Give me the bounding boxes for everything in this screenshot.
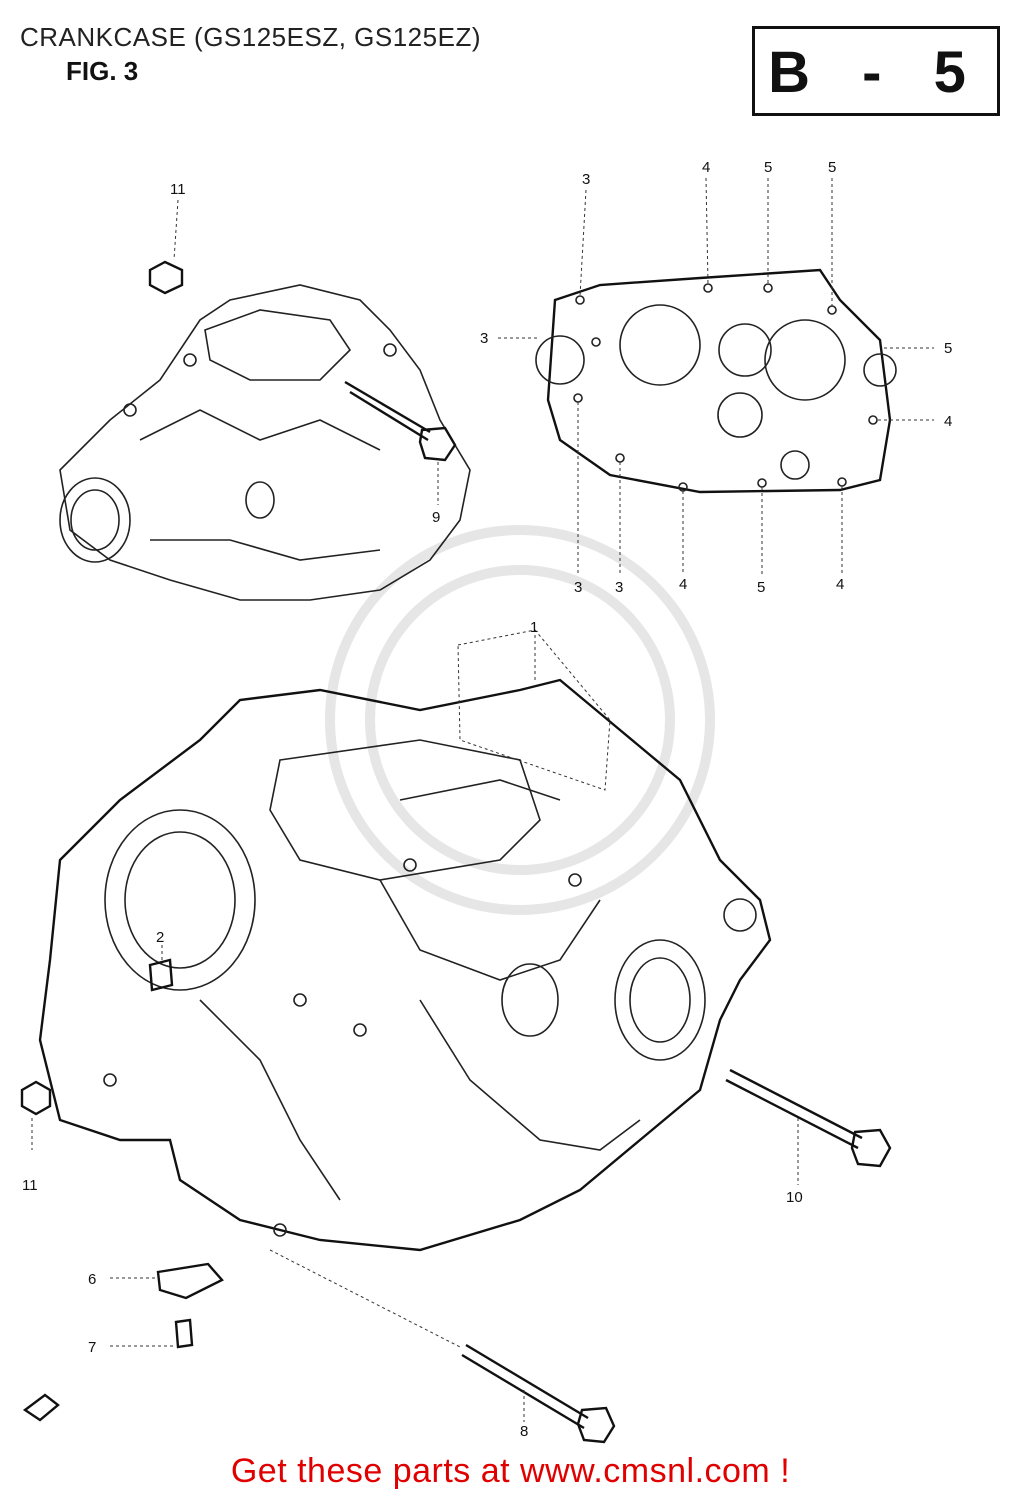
figure-label: FIG. 3 [66, 56, 139, 86]
callout-6: 6 [88, 1271, 96, 1288]
callout-11-upper: 11 [170, 181, 186, 198]
gasket-leaders [498, 177, 934, 575]
callout-labels: 11 9 3 4 5 5 3 5 4 3 3 4 5 4 1 2 11 10 6… [22, 159, 952, 1440]
callout-1: 1 [530, 619, 538, 636]
part-11-cap-lower [20, 1080, 52, 1150]
part-9-bolt [344, 380, 457, 505]
callout-5-bottom: 5 [757, 579, 765, 596]
callout-10: 10 [786, 1189, 803, 1206]
callout-4-bottom-b: 4 [836, 576, 844, 593]
part-1-leader [457, 629, 611, 791]
callout-5-right: 5 [944, 340, 952, 357]
part-8-bolt [269, 1249, 616, 1444]
part-2-dowel [148, 945, 174, 992]
crankcase-assembly [38, 678, 772, 1252]
left-crankcase-half [59, 284, 471, 601]
callout-7: 7 [88, 1339, 96, 1356]
section-code-box: B - 5 [752, 26, 1000, 116]
part-10-bolt [725, 1068, 892, 1185]
gasket [535, 268, 897, 494]
callout-5-top-right: 5 [828, 159, 836, 176]
callout-4-right: 4 [944, 413, 952, 430]
direction-arrow [22, 1393, 60, 1422]
callout-4-bottom-a: 4 [679, 576, 687, 593]
part-11-cap-upper [148, 199, 184, 295]
callout-2: 2 [156, 929, 164, 946]
callout-3-left: 3 [480, 330, 488, 347]
part-6-plate [110, 1262, 224, 1300]
callout-4-top: 4 [702, 159, 710, 176]
footer-link-text[interactable]: Get these parts at www.cmsnl.com ! [230, 1452, 791, 1490]
page-title: CRANKCASE (GS125ESZ, GS125EZ) [20, 22, 481, 52]
callout-3-top: 3 [582, 171, 590, 188]
callout-11-lower: 11 [22, 1177, 38, 1194]
callout-5-top-left: 5 [764, 159, 772, 176]
callout-3-bottom-a: 3 [574, 579, 582, 596]
gasket-holes [573, 283, 878, 492]
section-code: B - 5 [768, 40, 984, 105]
callout-9: 9 [432, 509, 440, 526]
callout-8: 8 [520, 1423, 528, 1440]
callout-3-bottom-b: 3 [615, 579, 623, 596]
watermark-logo [325, 525, 715, 915]
part-7-screw [110, 1318, 194, 1349]
